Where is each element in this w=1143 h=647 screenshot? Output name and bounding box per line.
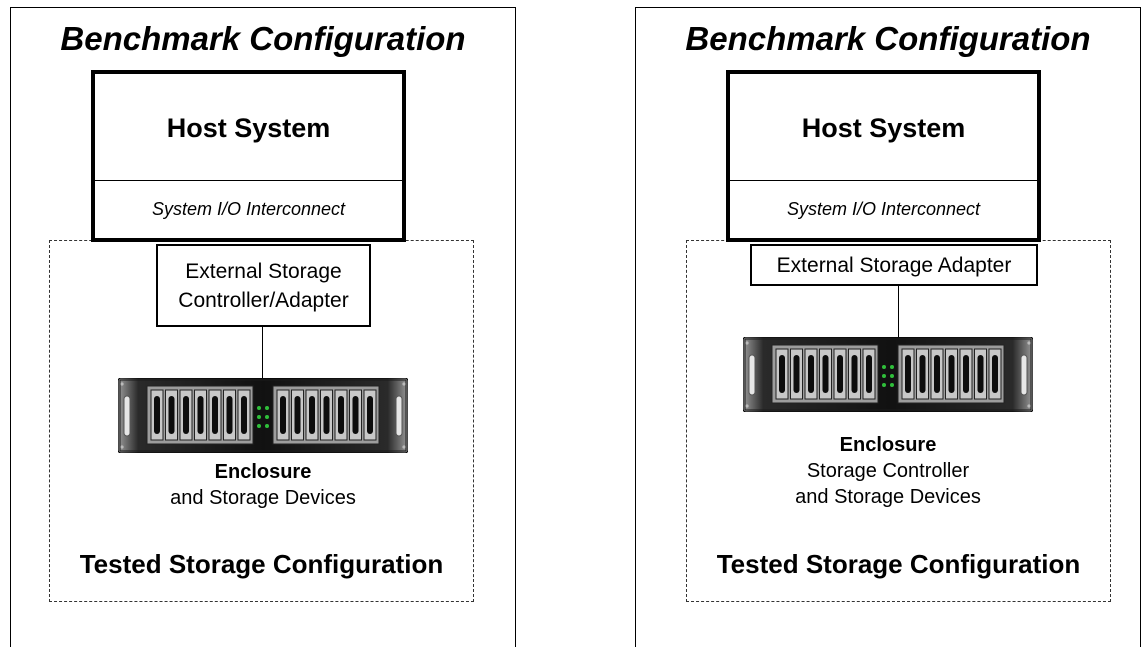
tested-storage-configuration-title: Tested Storage Configuration [79, 549, 444, 579]
status-led [890, 365, 894, 369]
status-led [890, 374, 894, 378]
storage-enclosure-image [743, 337, 1033, 412]
host-divider [730, 180, 1037, 181]
enclosure-label-line-1: and Storage Devices [170, 487, 356, 509]
status-led [265, 415, 269, 419]
enclosure-label-bold: Enclosure [839, 434, 937, 456]
enclosure-label: Enclosure Storage Controller and Storage… [636, 432, 1140, 510]
drive-slot [294, 396, 301, 434]
right-diagram-panel: Benchmark Configuration Tested Storage C… [635, 7, 1141, 647]
mounting-screw [402, 445, 406, 449]
adapter-line-1: External Storage Adapter [776, 254, 1012, 277]
adapter-line-2: Controller/Adapter [178, 289, 349, 312]
benchmark-configuration-title: Benchmark Configuration [60, 20, 466, 57]
drive-slot [822, 355, 829, 393]
drive-slot [992, 355, 998, 393]
mounting-screw [1027, 341, 1031, 345]
drive-slot [948, 355, 955, 393]
storage-enclosure-image [118, 378, 408, 453]
drive-slot [197, 396, 204, 434]
adapter-enclosure-connector [898, 286, 899, 337]
drive-slot [280, 396, 286, 434]
enclosure-bezel [119, 379, 407, 452]
external-storage-controller-adapter-box: External Storage Controller/Adapter [156, 244, 371, 327]
host-system-box: Host System System I/O Interconnect [726, 70, 1041, 242]
drive-slot [183, 396, 189, 434]
status-led [265, 406, 269, 410]
benchmark-configuration-title: Benchmark Configuration [685, 20, 1091, 57]
drive-slot [977, 355, 984, 393]
mounting-screw [745, 341, 749, 345]
status-led [257, 424, 261, 428]
mounting-screw [745, 404, 749, 408]
drive-slot [212, 396, 218, 434]
drive-slot [367, 396, 373, 434]
drive-slot [934, 355, 940, 393]
host-divider [95, 180, 402, 181]
drive-slot [919, 355, 926, 393]
system-io-interconnect-label: System I/O Interconnect [151, 199, 346, 219]
mounting-screw [402, 382, 406, 386]
drive-slot [352, 396, 359, 434]
drive-slot [808, 355, 814, 393]
enclosure-label-bold: Enclosure [214, 461, 312, 483]
drive-slot [309, 396, 315, 434]
status-led [265, 424, 269, 428]
drive-slot [793, 355, 800, 393]
host-system-box: Host System System I/O Interconnect [91, 70, 406, 242]
host-system-title: Host System [166, 113, 331, 143]
drive-slot [154, 396, 160, 434]
drive-slot [338, 396, 344, 434]
enclosure-label: Enclosure and Storage Devices [11, 459, 515, 511]
adapter-line-1: External Storage [185, 260, 342, 283]
drive-slot [851, 355, 858, 393]
tested-storage-configuration-title: Tested Storage Configuration [716, 549, 1081, 579]
right-handle [1020, 354, 1028, 396]
external-storage-adapter-box: External Storage Adapter [750, 244, 1038, 286]
left-diagram-panel: Benchmark Configuration Tested Storage C… [10, 7, 516, 647]
drive-slot [226, 396, 233, 434]
adapter-enclosure-connector [262, 327, 263, 378]
left-handle [748, 354, 756, 396]
drive-slot [866, 355, 872, 393]
drive-slot [963, 355, 969, 393]
status-led [257, 415, 261, 419]
status-led [257, 406, 261, 410]
status-led [890, 383, 894, 387]
enclosure-label-line-1: Storage Controller [806, 460, 970, 482]
enclosure-bezel [744, 338, 1032, 411]
drive-slot [323, 396, 330, 434]
mounting-screw [1027, 404, 1031, 408]
drive-slot [837, 355, 843, 393]
drive-slot [905, 355, 911, 393]
host-system-title: Host System [801, 113, 966, 143]
system-io-interconnect-label: System I/O Interconnect [786, 199, 981, 219]
mounting-screw [120, 382, 124, 386]
left-handle [123, 395, 131, 437]
right-handle [395, 395, 403, 437]
status-led [882, 383, 886, 387]
drive-slot [168, 396, 175, 434]
enclosure-label-line-2: and Storage Devices [795, 486, 981, 508]
status-led [882, 374, 886, 378]
tested-storage-configuration-box: Tested Storage Configuration [49, 240, 474, 602]
drive-slot [241, 396, 247, 434]
mounting-screw [120, 445, 124, 449]
drive-slot [779, 355, 785, 393]
status-led [882, 365, 886, 369]
